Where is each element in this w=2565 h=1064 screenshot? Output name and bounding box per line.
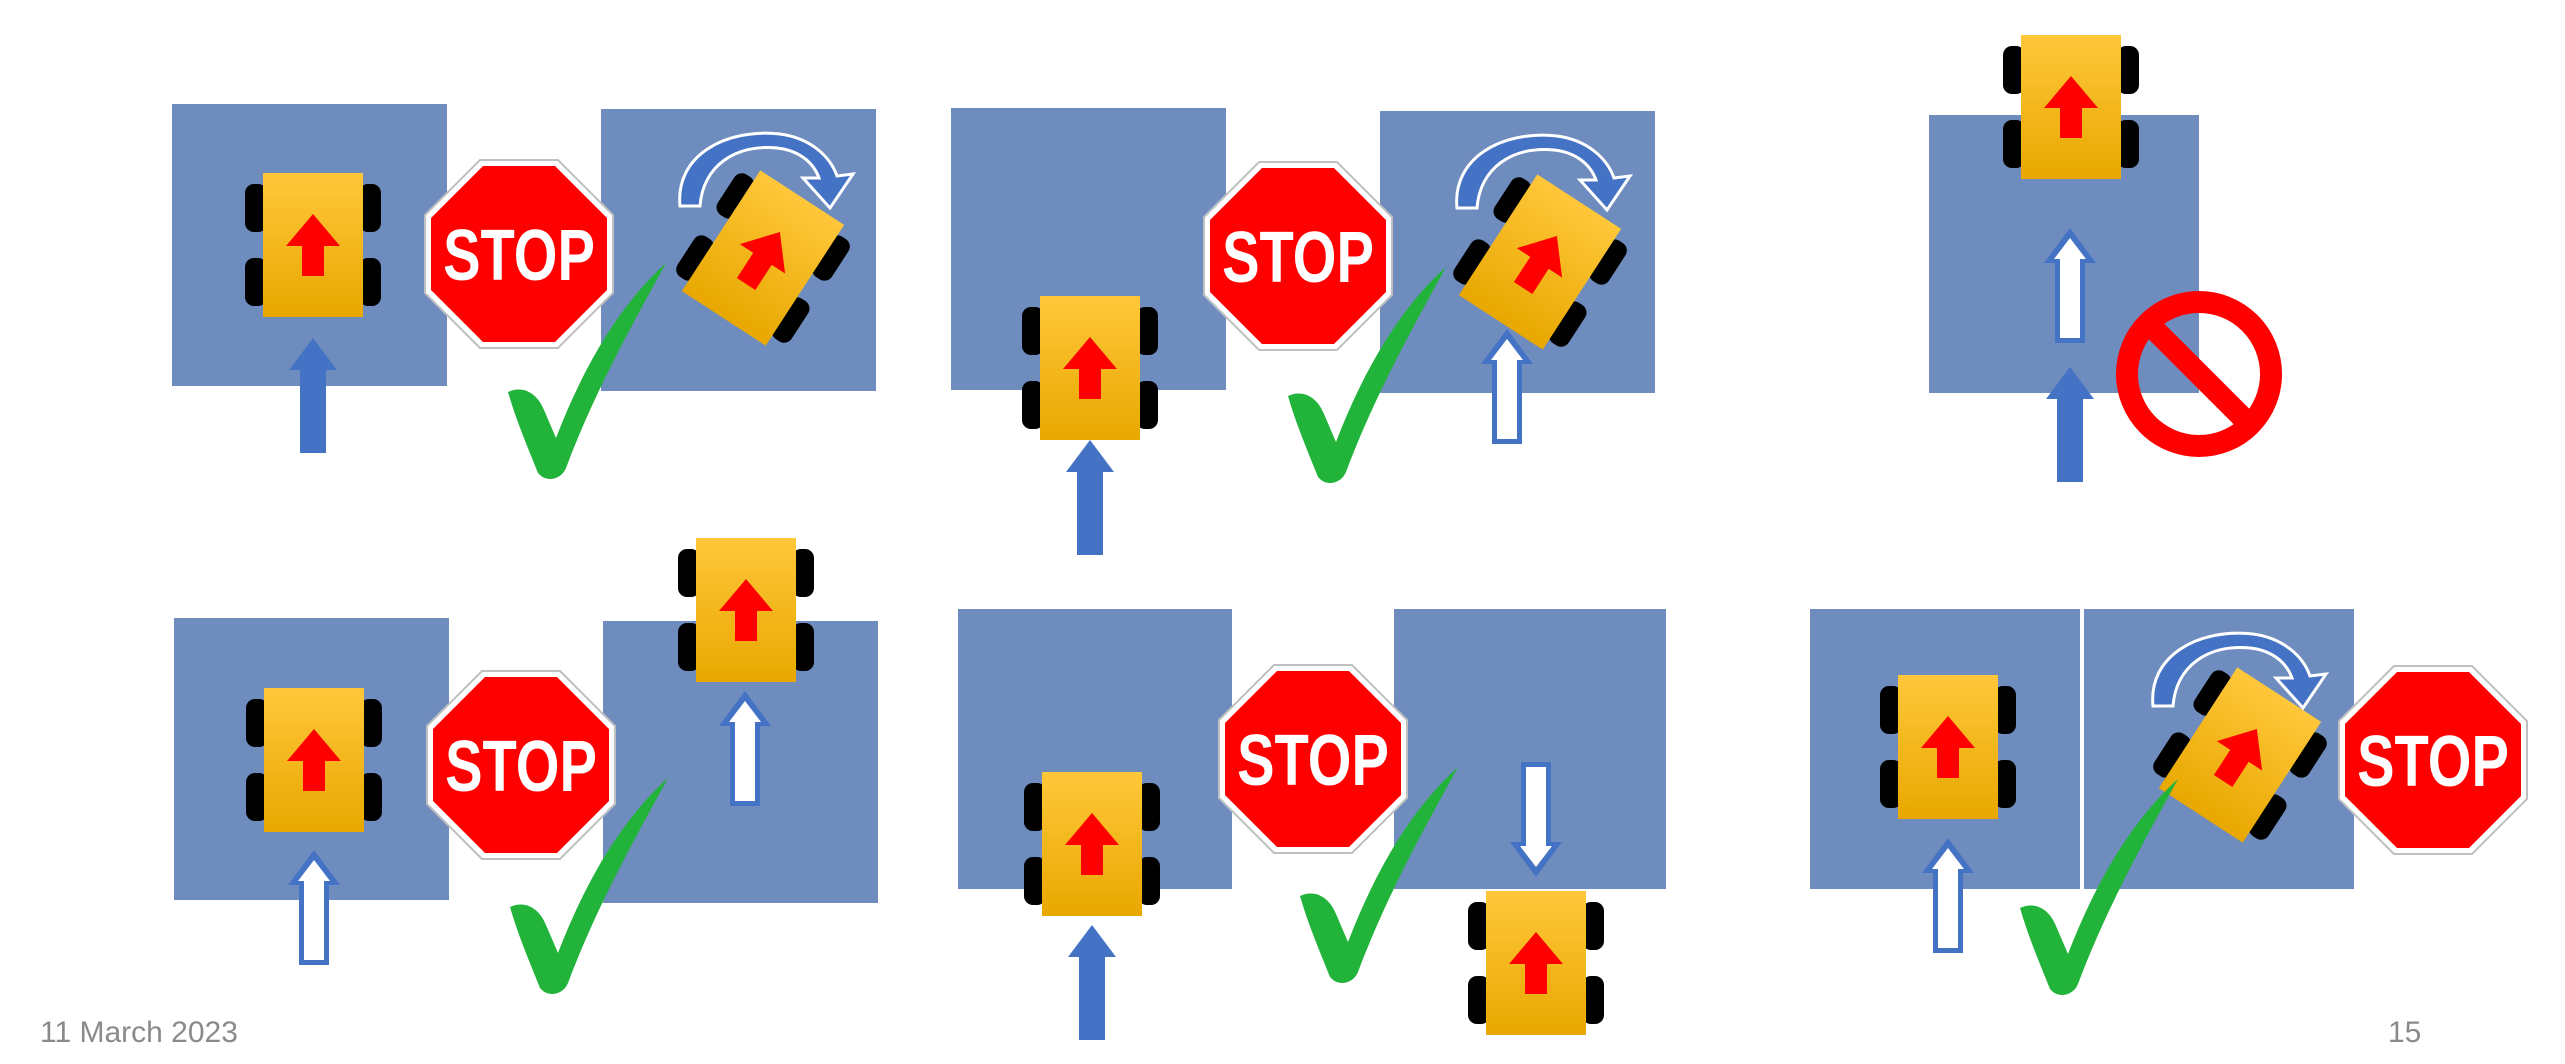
robot-icon	[1468, 891, 1604, 1035]
stop-sign-icon	[424, 159, 614, 349]
stop-sign-icon	[2338, 665, 2528, 855]
robot-icon	[1880, 675, 2016, 819]
robot-icon	[245, 173, 381, 317]
robot-icon	[1022, 296, 1158, 440]
scenario-4	[174, 538, 878, 995]
robot-icon	[246, 688, 382, 832]
page-number: 15	[2388, 1016, 2422, 1049]
robot-icon	[1024, 772, 1160, 916]
scenario-5	[958, 609, 1666, 1040]
scenario-2	[951, 108, 1655, 555]
robot-icon	[2003, 35, 2139, 179]
stop-sign-icon	[426, 670, 616, 860]
footer-date: 11 March 2023	[40, 1016, 238, 1049]
stop-sign-icon	[1203, 161, 1393, 351]
direction-arrow-icon	[1068, 925, 1116, 1040]
robot-icon	[678, 538, 814, 682]
direction-arrow-icon	[1066, 440, 1114, 555]
scenario-3	[1929, 35, 2271, 482]
scenario-1	[172, 104, 876, 480]
scenario-6	[1810, 609, 2528, 996]
stop-sign-icon	[1218, 664, 1408, 854]
